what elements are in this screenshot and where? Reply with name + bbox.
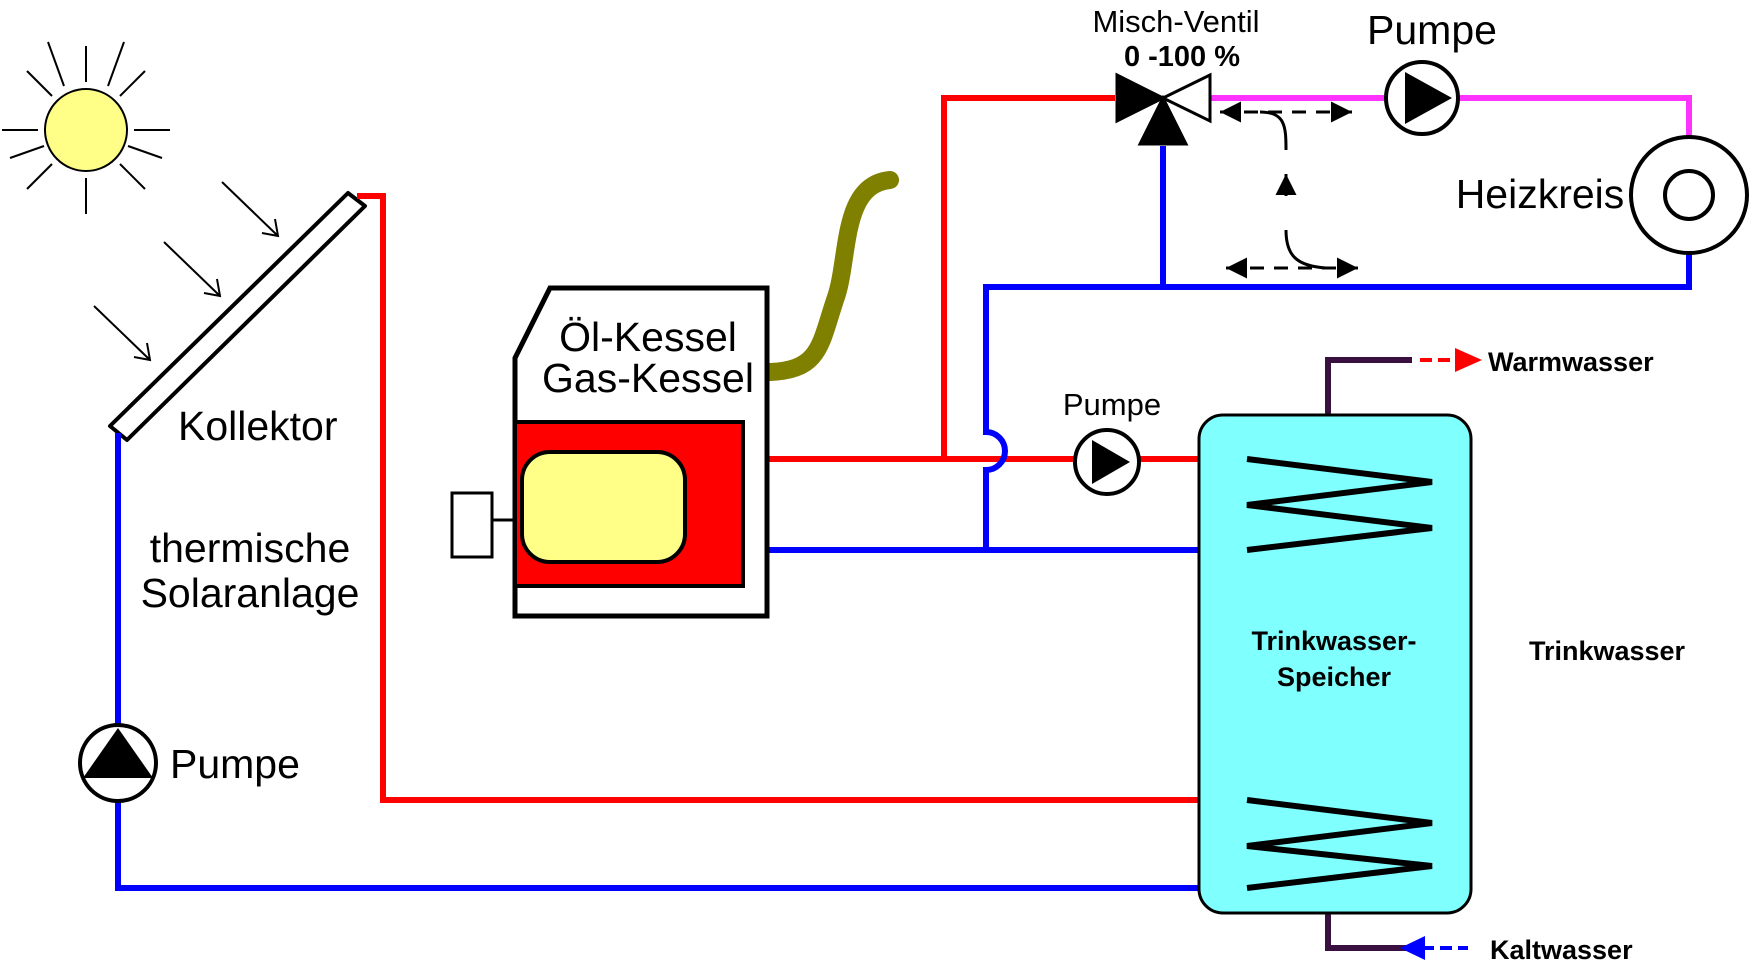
solar-return-pipe xyxy=(115,433,1247,891)
label-kessel-line1: Öl-Kessel xyxy=(559,314,737,360)
label-kaltwasser: Kaltwasser xyxy=(1490,935,1633,965)
label-kollektor: Kollektor xyxy=(178,403,338,449)
label-heizkreis: Heizkreis xyxy=(1456,171,1625,217)
burner-unit xyxy=(450,491,494,559)
storage-pump-icon xyxy=(1073,428,1141,496)
radiation-arrow xyxy=(221,181,280,238)
tank-body xyxy=(1197,413,1473,915)
heating-pump-icon xyxy=(1384,60,1460,136)
label-kessel-line2: Gas-Kessel xyxy=(542,355,754,401)
label-solar-line1: thermische xyxy=(150,525,351,571)
heating-supply-riser xyxy=(941,95,1115,459)
label-misch-ventil: Misch-Ventil xyxy=(1092,4,1259,39)
radiation-arrow xyxy=(93,305,152,362)
radiation-arrow xyxy=(163,241,222,298)
label-trinkwasser: Trinkwasser xyxy=(1529,636,1686,666)
solar-pump-icon xyxy=(78,723,158,803)
mixing-flow-symbol xyxy=(1220,101,1358,279)
sun-icon xyxy=(2,41,170,214)
burner-chamber xyxy=(520,450,687,564)
cold-water-inlet-pipe xyxy=(1325,900,1412,951)
solar-flow-pipe xyxy=(357,193,1247,803)
label-speicher-line2: Speicher xyxy=(1277,662,1392,692)
label-pumpe-speicher: Pumpe xyxy=(1063,387,1161,422)
three-way-mixing-valve-icon xyxy=(1115,72,1212,146)
heating-circuit-radiator-icon xyxy=(1629,135,1749,255)
label-misch-range: 0 -100 % xyxy=(1124,41,1240,73)
solar-radiation-arrows xyxy=(93,181,280,362)
heating-supply-line xyxy=(1195,95,1692,140)
heating-return-line xyxy=(983,250,1692,550)
hot-water-outlet-pipe xyxy=(1325,357,1412,415)
boiler xyxy=(450,285,770,619)
upper-heat-exchanger-coil xyxy=(1246,456,1433,553)
kaltwasser-arrow xyxy=(1400,936,1468,960)
hot-water-storage-tank xyxy=(1197,413,1473,915)
label-pumpe-heizkreis: Pumpe xyxy=(1367,7,1497,53)
warmwasser-arrow xyxy=(1420,348,1482,372)
label-pumpe-solar: Pumpe xyxy=(170,741,300,787)
label-warmwasser: Warmwasser xyxy=(1488,347,1654,377)
label-speicher-line1: Trinkwasser- xyxy=(1251,626,1416,656)
solar-collector xyxy=(108,191,367,442)
lower-heat-exchanger-coil xyxy=(1246,797,1433,891)
label-solar-line2: Solaranlage xyxy=(141,570,360,616)
flue-pipe xyxy=(761,171,899,381)
sun-disk xyxy=(44,88,128,172)
